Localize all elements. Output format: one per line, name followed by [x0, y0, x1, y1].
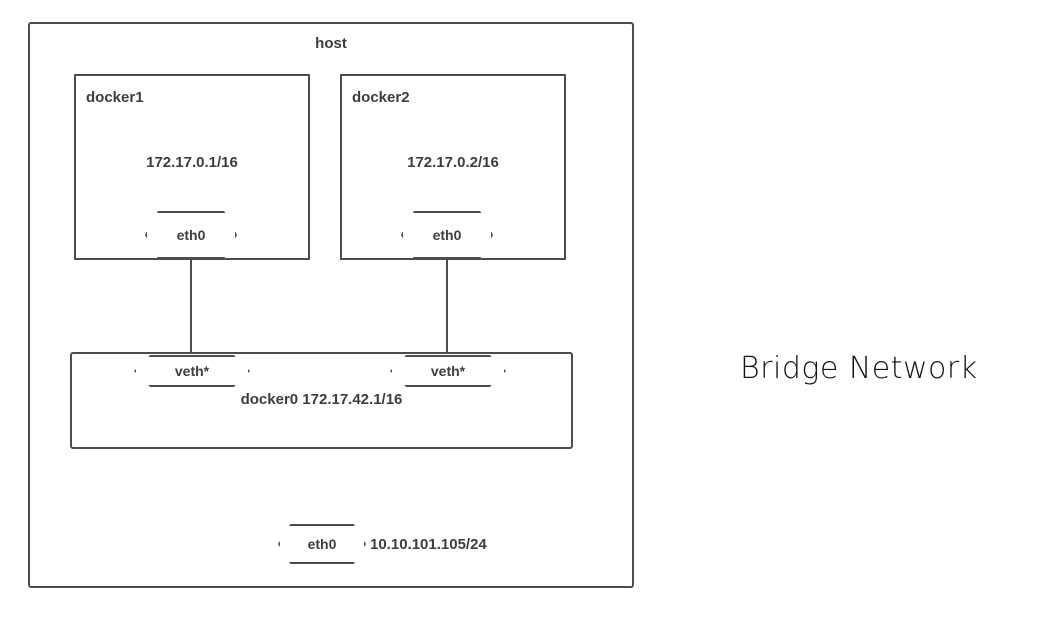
interface-eth0-docker2: eth0: [401, 211, 493, 259]
diagram-caption: Bridge Network: [740, 351, 978, 386]
container-name-docker2: docker2: [352, 89, 410, 106]
host-label: host: [315, 35, 347, 52]
container-box-docker2: [340, 74, 566, 260]
interface-eth0-docker1: eth0: [145, 211, 237, 259]
veth-port-2: veth*: [390, 355, 506, 387]
bridge-label-docker0: docker0 172.17.42.1/16: [240, 391, 403, 408]
veth-port-1-label: veth*: [174, 363, 210, 379]
container-ip-docker1: 172.17.0.1/16: [146, 154, 238, 171]
interface-eth0-host-label: eth0: [307, 536, 337, 552]
interface-eth0-docker2-label: eth0: [432, 227, 462, 243]
container-name-docker1: docker1: [86, 89, 144, 106]
interface-eth0-host: eth0: [278, 524, 366, 564]
interface-eth0-docker1-label: eth0: [176, 227, 206, 243]
container-ip-docker2: 172.17.0.2/16: [407, 154, 499, 171]
veth-port-2-label: veth*: [430, 363, 466, 379]
link-docker2-to-bridge: [446, 259, 448, 356]
host-ip-address: 10.10.101.105/24: [370, 536, 487, 553]
veth-port-1: veth*: [134, 355, 250, 387]
link-docker1-to-bridge: [190, 259, 192, 356]
